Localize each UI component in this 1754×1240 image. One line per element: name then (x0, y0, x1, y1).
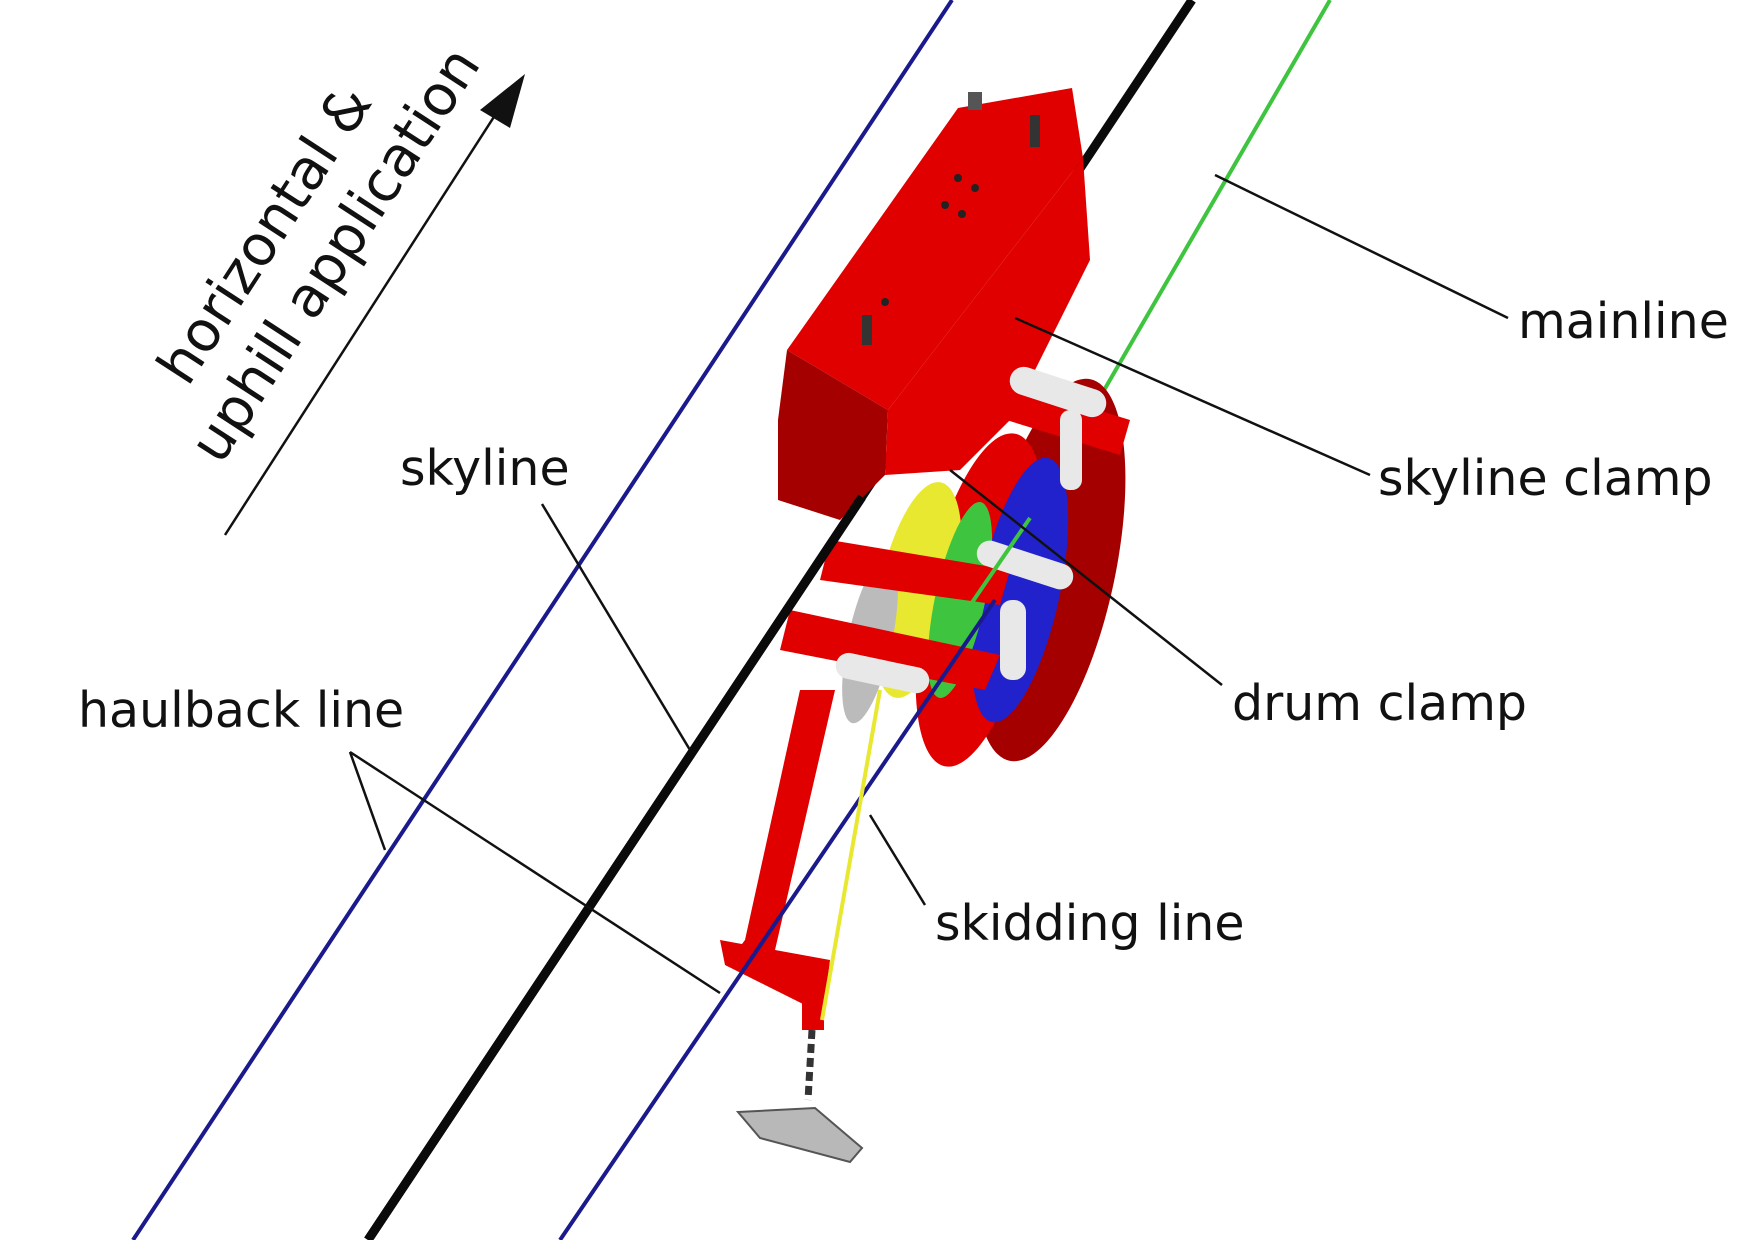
label-skidding-line: skidding line (935, 895, 1245, 952)
roller (1060, 410, 1082, 490)
label-skyline-clamp: skyline clamp (1378, 450, 1713, 507)
carriage-arm (730, 690, 835, 985)
housing-bolt (954, 174, 962, 182)
skidding-line-cable (820, 689, 882, 1021)
choker-plate (735, 1106, 864, 1164)
drum-clamp-frame (820, 540, 1010, 605)
carriage-arm-hook (802, 990, 824, 1030)
direction-arrowhead-icon (480, 74, 525, 128)
label-haulback-line: haulback line (78, 682, 404, 739)
label-mainline: mainline (1518, 293, 1729, 350)
skyline-cable-front (364, 494, 866, 1240)
skyline-clamp-leader (1014, 316, 1371, 477)
mainline-cable-lower (958, 516, 1032, 622)
label-skyline: skyline (400, 440, 570, 497)
direction-arrow-line (223, 94, 510, 536)
roller (835, 652, 930, 694)
carriage-housing-side (778, 350, 888, 520)
drum-clamp-leader (949, 469, 1223, 686)
haulback-line-right (558, 598, 997, 1240)
haulback-leader-left (348, 751, 387, 851)
direction-label: horizontal & uphill application (145, 36, 493, 474)
housing-handle (1030, 115, 1040, 147)
housing-bolt (958, 210, 966, 218)
carriage-housing-frame (885, 158, 1090, 475)
chain (804, 1029, 816, 1101)
housing-knob (968, 92, 982, 110)
skidding-leader (868, 814, 927, 906)
mainline-leader (1214, 173, 1509, 320)
lower-frame (780, 610, 1000, 690)
roller (1000, 600, 1026, 680)
haulback-line-left (131, 0, 954, 1240)
carriage (720, 88, 1130, 1164)
housing-bolt (941, 201, 949, 209)
label-drum-clamp: drum clamp (1232, 675, 1527, 732)
haulback-leader-right (349, 750, 721, 995)
roller (976, 540, 1074, 590)
housing-bolt (971, 184, 979, 192)
carriage-arm-foot (720, 940, 830, 1005)
roller (1009, 366, 1107, 418)
skyline-leader (540, 503, 692, 751)
carriage-housing-top (787, 88, 1083, 410)
housing-handle (862, 315, 872, 345)
housing-bolt (881, 298, 889, 306)
skyline-clamp-frame (990, 380, 1130, 455)
